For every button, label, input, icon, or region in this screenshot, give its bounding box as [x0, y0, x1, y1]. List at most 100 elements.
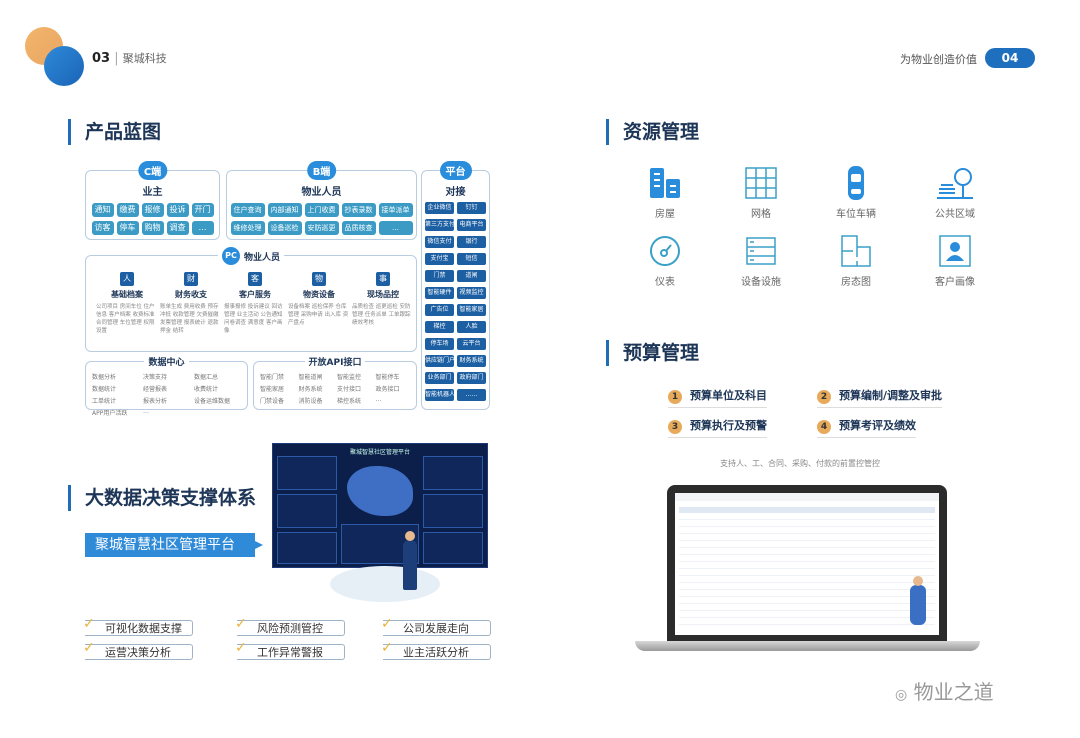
- presenter-figure: [403, 540, 417, 590]
- platform-item[interactable]: 云平台: [457, 338, 486, 350]
- platform-item[interactable]: 电商平台: [457, 219, 486, 231]
- user-portrait-icon: [910, 233, 1000, 269]
- c-end-item[interactable]: 购物: [141, 221, 164, 235]
- open-api-item: 智能家居: [260, 386, 285, 393]
- c-end-item[interactable]: 报修: [141, 203, 164, 217]
- pc-module-desc: 账单生成 费用收费 预存冲抵 收款管理 欠费催缴 发票管理 报表统计 退款 押金…: [160, 304, 219, 334]
- c-end-item[interactable]: 调查: [166, 221, 189, 235]
- b-end-title: 物业人员: [301, 187, 342, 198]
- c-end-item[interactable]: 访客: [91, 221, 114, 235]
- resource-item[interactable]: 客户画像: [910, 233, 1000, 288]
- platform-item[interactable]: 停车场: [425, 338, 454, 350]
- pc-module[interactable]: 客客户服务报事报修 投诉建议 回访管理 业主活动 公告通知 问卷调查 满意度 客…: [224, 272, 286, 335]
- platform-panel: 平台 对接 企业微信钉钉第三方支付电商平台微信支付银行支付宝短信门禁道闸智能硬件…: [421, 161, 490, 410]
- resource-item[interactable]: 车位车辆: [811, 165, 901, 220]
- resource-item[interactable]: 房屋: [620, 165, 710, 220]
- resource-item[interactable]: 设备设施: [716, 233, 806, 288]
- c-end-item[interactable]: 开门: [191, 203, 214, 217]
- c-end-badge: C端: [137, 161, 168, 180]
- platform-item[interactable]: 业务部门: [425, 372, 454, 384]
- b-end-item[interactable]: 内部通知: [267, 203, 302, 217]
- feature-label: 可视化数据支撑: [105, 622, 182, 635]
- resource-label: 设备设施: [741, 277, 781, 288]
- resource-item[interactable]: 网格: [716, 165, 806, 220]
- open-api-panel: 开放API接口 智能门禁智能道闸智能监控智能停车智能家居财务系统支付接口政务接口…: [253, 358, 417, 410]
- open-api-item: …: [375, 396, 382, 403]
- platform-item[interactable]: 微信支付: [425, 236, 454, 248]
- pc-title: 物业人员: [244, 252, 281, 263]
- resource-label: 房态图: [841, 277, 871, 288]
- pc-module[interactable]: 事现场品控品质检查 巡更巡检 安防管理 任务派单 工单跟踪 绩效考核: [352, 272, 414, 327]
- platform-item[interactable]: 道闸: [457, 270, 486, 282]
- b-end-item[interactable]: 抄表录数: [341, 203, 376, 217]
- platform-item[interactable]: ……: [457, 389, 486, 401]
- platform-item[interactable]: 银行: [457, 236, 486, 248]
- dashboard-screenshot: 聚城智慧社区管理平台: [272, 443, 488, 568]
- platform-item[interactable]: 企业微信: [425, 202, 454, 214]
- platform-item[interactable]: 短信: [457, 253, 486, 265]
- page-header-left: 03 | 聚城科技: [92, 51, 167, 66]
- b-end-item[interactable]: 上门收费: [304, 203, 339, 217]
- park-icon: [910, 165, 1000, 201]
- open-api-item: 政务接口: [375, 386, 400, 393]
- platform-item[interactable]: 财务系统: [457, 355, 486, 367]
- pc-module-title: 物资设备: [303, 290, 335, 299]
- resource-item[interactable]: 公共区域: [910, 165, 1000, 220]
- platform-item[interactable]: 第三方支付: [425, 219, 454, 231]
- resource-item[interactable]: 仪表: [620, 233, 710, 288]
- platform-item[interactable]: 人脸: [457, 321, 486, 333]
- c-end-panel: C端 业主 通知缴费报修投诉开门访客停车购物调查…: [85, 161, 220, 240]
- platform-item[interactable]: 智能机器人: [425, 389, 454, 401]
- pc-module-desc: 报事报修 投诉建议 回访管理 业主活动 公告通知 问卷调查 满意度 客户画像: [224, 304, 283, 334]
- pc-module[interactable]: 财财务收支账单生成 费用收费 预存冲抵 收款管理 欠费催缴 发票管理 报表统计 …: [160, 272, 222, 335]
- c-end-item[interactable]: 投诉: [166, 203, 189, 217]
- pc-module-icon: 财: [184, 272, 198, 286]
- resource-item[interactable]: 房态图: [811, 233, 901, 288]
- podium: [330, 566, 440, 602]
- b-end-item[interactable]: 住户查询: [230, 203, 265, 217]
- pc-module-icon: 客: [248, 272, 262, 286]
- budget-number: 1: [668, 390, 682, 404]
- pc-module[interactable]: 人基础档案公司项目 房间车位 住户信息 客户档案 收费标准 合同管理 车位管理 …: [96, 272, 158, 335]
- platform-item[interactable]: 钉钉: [457, 202, 486, 214]
- page-number-right: 04: [985, 48, 1035, 68]
- resource-label: 房屋: [655, 209, 675, 220]
- pc-module-title: 基础档案: [111, 290, 143, 299]
- section-title-budget: 预算管理: [606, 340, 699, 366]
- pc-module-title: 现场品控: [367, 290, 399, 299]
- platform-item[interactable]: 门禁: [425, 270, 454, 282]
- budget-number: 4: [817, 420, 831, 434]
- platform-item[interactable]: 支付宝: [425, 253, 454, 265]
- c-end-item[interactable]: 缴费: [116, 203, 139, 217]
- b-end-item[interactable]: 品质核查: [341, 221, 376, 235]
- b-end-item[interactable]: 接单派单: [378, 203, 413, 217]
- c-end-item[interactable]: 通知: [91, 203, 114, 217]
- b-end-item[interactable]: 维修处理: [230, 221, 265, 235]
- section-title-resources: 资源管理: [606, 119, 699, 145]
- woman-figure: [910, 585, 926, 625]
- platform-item[interactable]: 供应链门户: [425, 355, 454, 367]
- pc-module-title: 财务收支: [175, 290, 207, 299]
- c-end-item[interactable]: 停车: [116, 221, 139, 235]
- platform-name-button[interactable]: 聚城智慧社区管理平台: [85, 533, 263, 557]
- pc-module-desc: 设备档案 巡检保养 仓库管理 采购申请 出入库 资产盘点: [288, 304, 349, 326]
- data-center-item: 决策支持: [143, 374, 168, 381]
- platform-item[interactable]: 智能家居: [457, 304, 486, 316]
- pc-module[interactable]: 物物资设备设备档案 巡检保养 仓库管理 采购申请 出入库 资产盘点: [288, 272, 350, 327]
- platform-item[interactable]: 视频监控: [457, 287, 486, 299]
- b-end-item[interactable]: …: [378, 221, 413, 235]
- platform-item[interactable]: 政府部门: [457, 372, 486, 384]
- pc-badge: PC: [222, 247, 240, 265]
- platform-item[interactable]: 广告位: [425, 304, 454, 316]
- feature-label: 运营决策分析: [105, 646, 171, 659]
- c-end-item[interactable]: …: [191, 221, 214, 235]
- page-number-left: 03: [92, 51, 111, 66]
- b-end-item[interactable]: 设备巡检: [267, 221, 302, 235]
- b-end-item[interactable]: 安防巡更: [304, 221, 339, 235]
- platform-item[interactable]: 梯控: [425, 321, 454, 333]
- budget-number: 3: [668, 420, 682, 434]
- platform-item[interactable]: 智能硬件: [425, 287, 454, 299]
